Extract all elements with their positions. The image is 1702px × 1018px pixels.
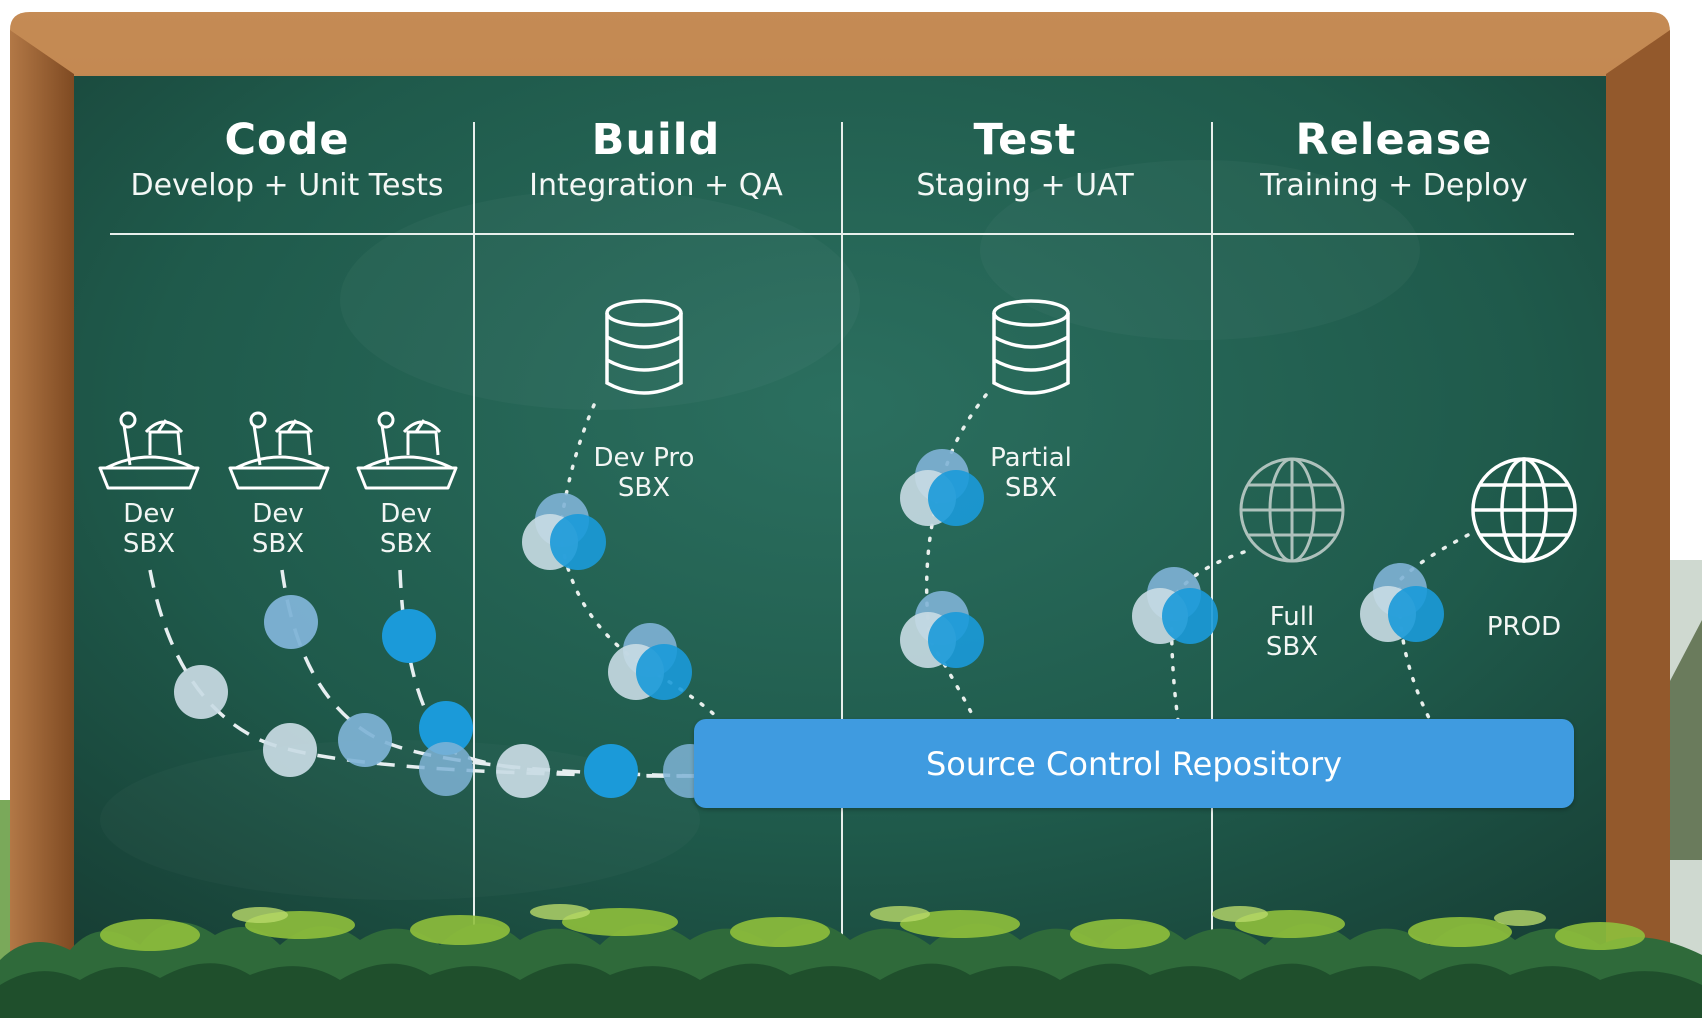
sandbox-icon [356, 411, 458, 490]
commit-cluster-prod [1360, 563, 1444, 642]
node-label-line1: Partial [990, 443, 1072, 473]
globe-icon [1239, 457, 1345, 563]
column-subtitle-code: Develop + Unit Tests [130, 168, 444, 203]
column-subtitle-release: Training + Deploy [1260, 168, 1528, 203]
dev-sbx-label-3: Dev SBX [336, 499, 476, 560]
database-icon [992, 299, 1070, 395]
commit-cluster-devpro [522, 493, 606, 570]
node-label-line1: Dev [380, 499, 432, 529]
node-label-line1: Dev [252, 499, 304, 529]
node-label-line1: Full [1269, 602, 1315, 632]
node-label-line2: SBX [251, 528, 305, 559]
column-title-build: Build [591, 115, 721, 165]
node-label-line2: SBX [1004, 472, 1058, 503]
column-subtitle-build: Integration + QA [529, 168, 783, 203]
source-control-repository-bar: Source Control Repository [694, 719, 1574, 808]
commit-cluster-full [1132, 567, 1218, 644]
column-title-release: Release [1295, 115, 1493, 165]
node-label-line1: PROD [1486, 612, 1562, 642]
sandbox-icon [228, 411, 330, 490]
node-label-line1: Dev [123, 499, 175, 529]
full-sbx-label: Full SBX [1222, 602, 1362, 663]
database-icon [605, 299, 683, 395]
commit-cluster-partial [900, 449, 984, 526]
dev-pro-sbx-label: Dev Pro SBX [574, 443, 714, 504]
dev-sbx-label-1: Dev SBX [79, 499, 219, 560]
column-subtitle-test: Staging + UAT [916, 168, 1134, 203]
sandbox-icon [98, 411, 200, 490]
repository-label: Source Control Repository [925, 744, 1343, 783]
dev-sbx-label-2: Dev SBX [208, 499, 348, 560]
column-title-code: Code [224, 115, 350, 165]
node-label-line1: Dev Pro [593, 443, 695, 473]
node-label-line2: SBX [1265, 631, 1319, 662]
node-label-line2: SBX [617, 472, 671, 503]
node-label-line2: SBX [379, 528, 433, 559]
foliage [0, 904, 1702, 1018]
commit-cluster-test [900, 591, 984, 668]
globe-icon [1471, 457, 1577, 563]
partial-sbx-label: Partial SBX [961, 443, 1101, 504]
prod-label: PROD [1454, 612, 1594, 643]
column-title-test: Test [973, 115, 1077, 165]
node-label-line2: SBX [122, 528, 176, 559]
commit-cluster-build [608, 623, 692, 700]
